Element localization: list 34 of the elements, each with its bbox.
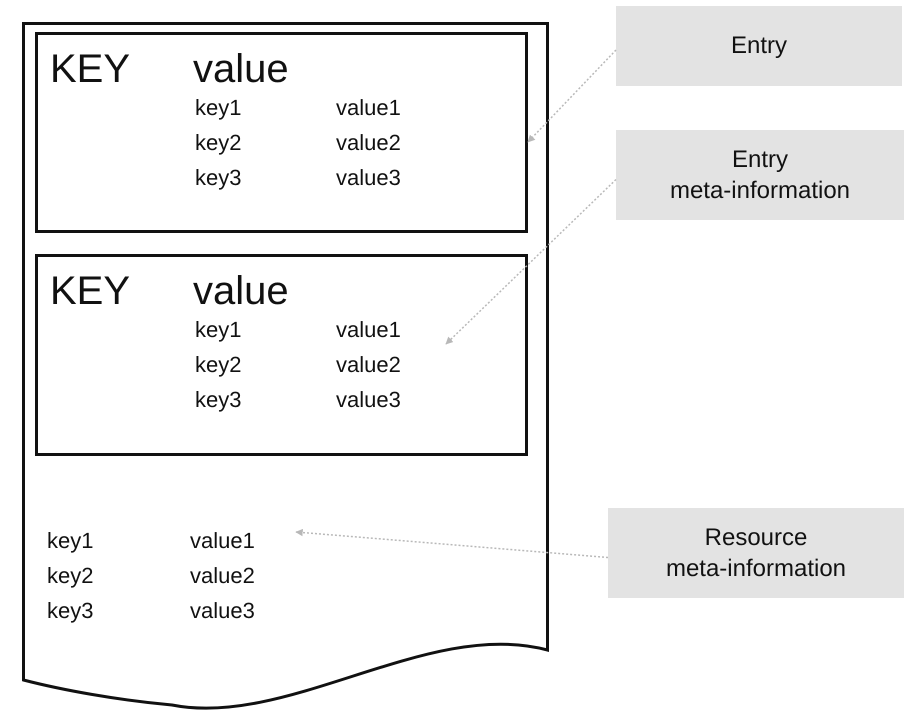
leader-line xyxy=(295,528,608,558)
callout-label: Resource meta-information xyxy=(664,522,848,584)
key-text: key3 xyxy=(195,167,242,189)
key-text: key3 xyxy=(47,600,94,622)
callout-box xyxy=(608,508,904,598)
key-text: key3 xyxy=(195,389,242,411)
key-text: key1 xyxy=(195,319,242,341)
value-text: value3 xyxy=(336,389,401,411)
leader-line xyxy=(445,178,617,345)
key-heading: KEY xyxy=(50,271,130,311)
key-text: key1 xyxy=(47,530,94,552)
entry-box xyxy=(35,254,528,456)
value-heading: value xyxy=(193,49,289,89)
key-text: key2 xyxy=(195,132,242,154)
key-heading: KEY xyxy=(50,49,130,89)
value-text: value3 xyxy=(336,167,401,189)
callout-label: Entry xyxy=(730,31,787,62)
value-text: value1 xyxy=(336,97,401,119)
document-shape xyxy=(22,22,549,708)
key-text: key2 xyxy=(195,354,242,376)
value-heading: value xyxy=(193,271,289,311)
key-text: key1 xyxy=(195,97,242,119)
key-text: key2 xyxy=(47,565,94,587)
leader-line xyxy=(527,49,617,143)
value-text: value1 xyxy=(336,319,401,341)
value-text: value3 xyxy=(190,600,255,622)
entry-box xyxy=(35,32,528,233)
value-text: value2 xyxy=(336,354,401,376)
callout-box xyxy=(616,130,904,220)
value-text: value2 xyxy=(190,565,255,587)
callout-box xyxy=(616,6,902,86)
value-text: value2 xyxy=(336,132,401,154)
callout-label: Entry meta-information xyxy=(668,144,852,206)
value-text: value1 xyxy=(190,530,255,552)
